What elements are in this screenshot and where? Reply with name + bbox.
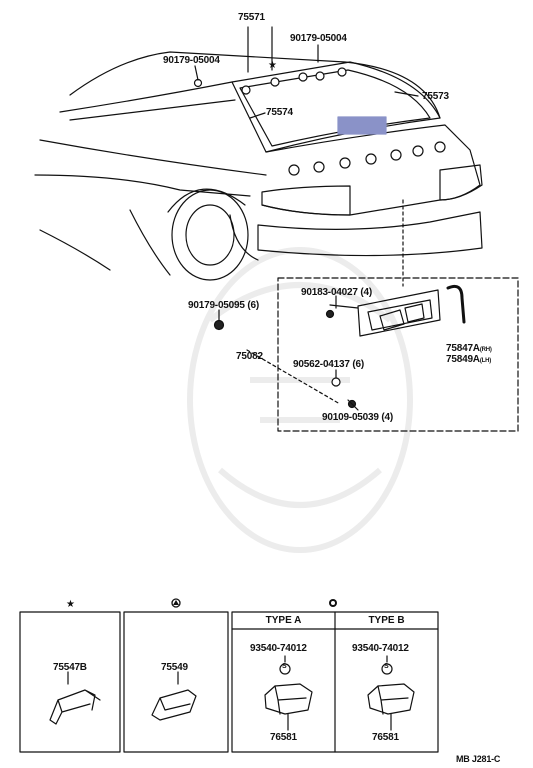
car-roof-outline [69,51,441,119]
legend-type-b-marker-s: S [384,663,389,670]
car-side-body [34,174,251,197]
nut-90179-05095 [213,319,225,331]
label-75082: 75082 [236,351,263,362]
watermark-emblem [187,247,413,553]
tail-light-right [439,164,483,201]
legend-type-b-label: TYPE B [368,615,405,626]
garnish-clips [288,141,446,176]
label-75573: 75573 [422,91,449,102]
fastener-type-a-drawing [264,663,313,731]
label-90179-05095: 90179-05095 (6) [188,300,259,311]
label-75849a: 75849A(LH) [446,354,492,365]
label-90179-05004-left: 90179-05004 [163,55,220,66]
label-75847a: 75847A(RH) [446,343,492,354]
legend-panel-triangle [123,611,229,753]
label-90562-04137: 90562-04137 (6) [293,359,364,370]
lock-rod [446,284,466,324]
legend-type-a-label: TYPE A [265,615,302,626]
legend-type-b-part-bottom: 76581 [372,732,399,743]
diagram-code: MB J281-C [456,754,501,764]
rear-bumper [257,211,483,257]
legend-type-a-part-top: 93540-74012 [250,643,307,654]
legend-type-a-marker-s: S [282,663,287,670]
clip-75549-drawing [151,689,197,721]
legend-part-75549: 75549 [161,662,188,673]
label-90183-04027: 90183-04027 (4) [301,287,372,298]
label-90179-05004-right: 90179-05004 [290,33,347,44]
tail-light-left [261,185,351,216]
rear-wheel [171,189,249,281]
legend-panel-star [19,611,121,753]
rear-window-frame [231,61,441,153]
car-side-line [39,139,267,176]
plate-bracket [357,289,441,337]
star-marker-on-car: ★ [268,60,277,71]
nut-90562 [331,377,341,387]
svg-text:★: ★ [66,599,75,610]
fastener-type-b-drawing [367,663,415,731]
label-75571: 75571 [238,12,265,23]
rear-glass-inner [239,69,431,147]
roof-clips [241,67,347,95]
legend-type-b-part-top: 93540-74012 [352,643,409,654]
detail-box [277,277,519,432]
label-75574: 75574 [266,107,293,118]
clip-75547b-drawing [49,689,101,725]
highlight-plate-area [337,116,387,135]
legend-part-75547b: 75547B [53,662,87,673]
legend-type-a-part-bottom: 76581 [270,732,297,743]
label-90109-05039: 90109-05039 (4) [322,412,393,423]
legend-header-symbols: ★ [66,598,337,610]
